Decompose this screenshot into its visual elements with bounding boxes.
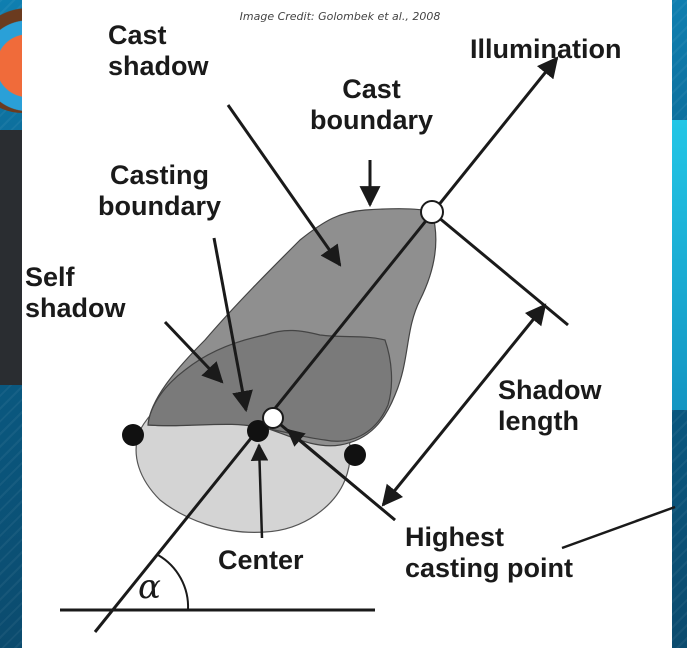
right-edge-dot [344, 444, 366, 466]
label-self-shadow: Self shadow [25, 262, 126, 324]
image-credit: Image Credit: Golombek et al., 2008 [190, 10, 490, 23]
label-cast-boundary: Cast boundary [310, 74, 433, 136]
angle-arc [158, 555, 188, 610]
cast-boundary-point-marker [421, 201, 443, 223]
label-center: Center [218, 545, 304, 576]
label-cast-shadow: Cast shadow [108, 20, 209, 82]
label-illumination: Illumination [470, 34, 622, 65]
shadow-length-tick-top [432, 212, 568, 325]
angle-alpha-symbol: α [138, 567, 161, 607]
label-highest-casting-point: Highest casting point [405, 522, 573, 584]
label-shadow-length: Shadow length [498, 375, 602, 437]
highest-casting-point-marker [263, 408, 283, 428]
left-edge-dot [122, 424, 144, 446]
label-casting-boundary: Casting boundary [98, 160, 221, 222]
highest-casting-pointer-right [562, 507, 675, 548]
